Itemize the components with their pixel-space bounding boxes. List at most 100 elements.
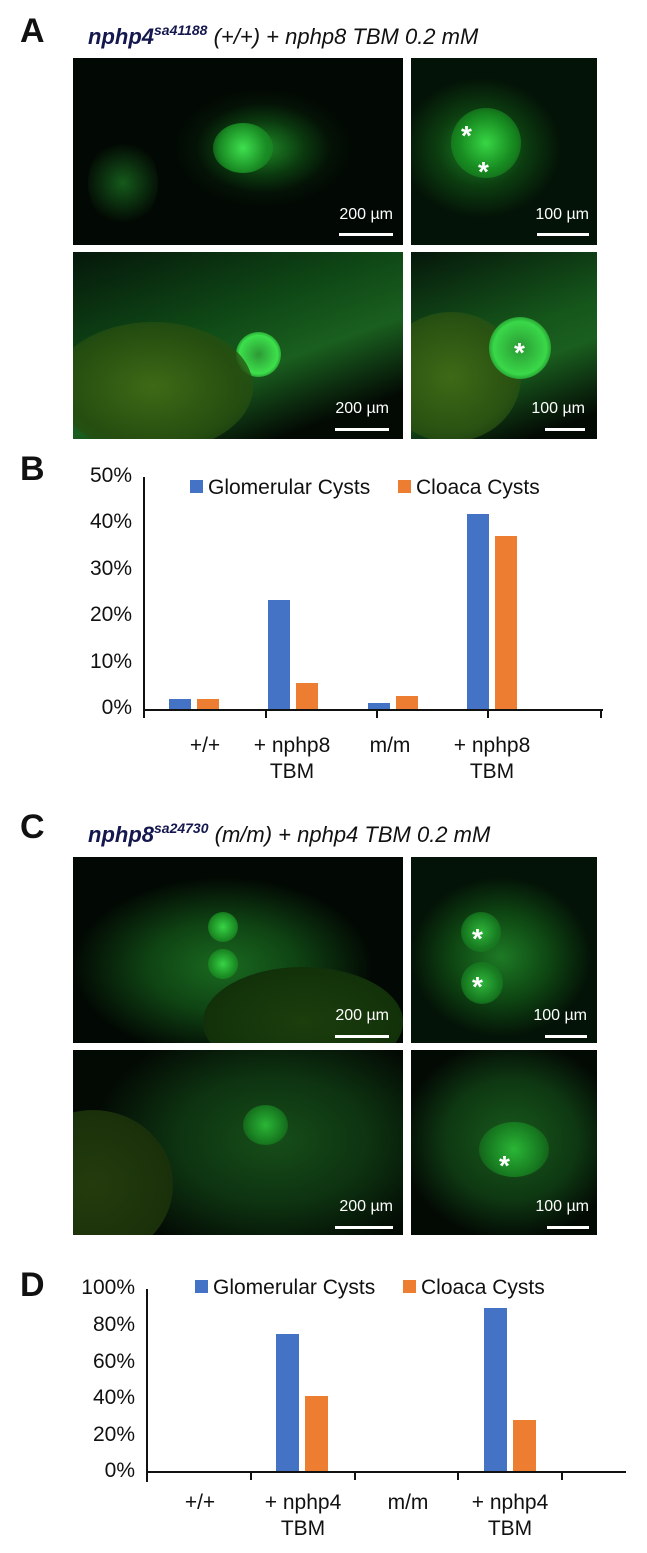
scale-label: 200 µm bbox=[339, 206, 393, 223]
bar-cloaca-mut-tbm bbox=[495, 536, 517, 709]
x-tick bbox=[561, 1471, 563, 1480]
bar-glomerular-mut-tbm bbox=[484, 1308, 507, 1471]
bar-cloaca-mut bbox=[396, 696, 418, 709]
bar-glomerular-wt-tbm bbox=[276, 1334, 299, 1471]
legend-label: Glomerular Cysts bbox=[213, 1276, 376, 1299]
bar-cloaca-wt bbox=[197, 699, 219, 709]
yolk bbox=[203, 967, 403, 1043]
x-tick bbox=[265, 709, 267, 718]
x-label: m/m bbox=[369, 734, 411, 757]
scale-label: 100 µm bbox=[535, 206, 589, 223]
scale-bar bbox=[537, 233, 589, 236]
scale-label: 200 µm bbox=[335, 400, 389, 417]
legend-swatch-blue bbox=[195, 1280, 208, 1293]
panel-a-title: nphp4sa41188 (+/+) + nphp8 TBM 0.2 mM bbox=[88, 22, 478, 50]
bar-cloaca-mut-tbm bbox=[513, 1420, 536, 1471]
fluorescent-glomerulus bbox=[208, 912, 238, 942]
y-tick-label: 40% bbox=[92, 1386, 135, 1409]
legend-cloaca: Cloaca Cysts bbox=[403, 1276, 545, 1300]
scale-bar bbox=[545, 1035, 587, 1038]
micrograph-c-3: 200 µm bbox=[73, 1050, 403, 1235]
x-tick bbox=[250, 1471, 252, 1480]
micrograph-c-4: * 100 µm bbox=[411, 1050, 597, 1235]
allele: sa41188 bbox=[154, 22, 208, 38]
scale-label: 100 µm bbox=[531, 400, 585, 417]
x-label: m/m bbox=[387, 1491, 429, 1514]
x-axis bbox=[146, 1471, 626, 1473]
legend-swatch-orange bbox=[403, 1280, 416, 1293]
scale-label: 200 µm bbox=[339, 1198, 393, 1215]
scale-bar bbox=[545, 428, 585, 431]
fluorescent-glomerulus bbox=[451, 108, 521, 178]
bar-glomerular-mut bbox=[368, 703, 390, 709]
y-tick-label: 50% bbox=[89, 464, 132, 487]
scale-bar bbox=[335, 1226, 393, 1229]
yolk bbox=[73, 1110, 173, 1235]
micrograph-c-2: * * 100 µm bbox=[411, 857, 597, 1043]
scale-bar bbox=[335, 1035, 389, 1038]
micrograph-a-4: * 100 µm bbox=[411, 252, 597, 439]
micrograph-c-1: 200 µm bbox=[73, 857, 403, 1043]
bar-cloaca-wt-tbm bbox=[296, 683, 318, 709]
cyst-asterisk: * bbox=[461, 120, 472, 151]
legend-glomerular: Glomerular Cysts bbox=[190, 476, 370, 500]
fluorescent-glomerulus bbox=[461, 912, 501, 952]
fluorescent-cloaca bbox=[479, 1122, 549, 1177]
legend-cloaca: Cloaca Cysts bbox=[398, 476, 540, 500]
x-tick bbox=[457, 1471, 459, 1480]
cyst-asterisk: * bbox=[472, 923, 483, 954]
bar-glomerular-wt-tbm bbox=[268, 600, 290, 709]
y-tick-label: 40% bbox=[89, 510, 132, 533]
gene-name: nphp4 bbox=[88, 24, 154, 49]
y-tick-label: 0% bbox=[101, 696, 132, 719]
y-tick-label: 0% bbox=[104, 1459, 135, 1482]
condition: (m/m) + nphp4 TBM 0.2 mM bbox=[208, 822, 491, 847]
x-label: +/+ bbox=[184, 1491, 216, 1514]
x-tick bbox=[487, 709, 489, 718]
x-label: +/+ bbox=[189, 734, 221, 757]
fluorescent-head bbox=[88, 138, 158, 228]
fluorescent-cloaca bbox=[243, 1105, 288, 1145]
fluorescent-cloaca bbox=[489, 317, 551, 379]
y-tick-label: 60% bbox=[92, 1350, 135, 1373]
y-axis bbox=[146, 1289, 148, 1482]
legend-swatch-orange bbox=[398, 480, 411, 493]
micrograph-a-3: 200 µm bbox=[73, 252, 403, 439]
legend-label: Glomerular Cysts bbox=[208, 476, 371, 499]
legend-swatch-blue bbox=[190, 480, 203, 493]
panel-letter-c: C bbox=[20, 808, 45, 846]
cyst-asterisk: * bbox=[514, 337, 525, 368]
y-tick-label: 10% bbox=[89, 650, 132, 673]
legend-label: Cloaca Cysts bbox=[421, 1276, 545, 1299]
y-axis bbox=[143, 477, 145, 718]
cyst-asterisk: * bbox=[499, 1150, 510, 1181]
cyst-asterisk: * bbox=[472, 971, 483, 1002]
condition: (+/+) + nphp8 TBM 0.2 mM bbox=[207, 24, 479, 49]
fluorescent-glomerulus bbox=[208, 949, 238, 979]
cyst-asterisk: * bbox=[478, 156, 489, 187]
x-tick bbox=[146, 1471, 148, 1480]
scale-label: 200 µm bbox=[335, 1007, 389, 1024]
scale-label: 100 µm bbox=[533, 1007, 587, 1024]
panel-letter-a: A bbox=[20, 12, 45, 50]
fluorescent-glomerulus bbox=[213, 123, 273, 173]
allele: sa24730 bbox=[154, 820, 209, 836]
x-tick bbox=[354, 1471, 356, 1480]
scale-bar bbox=[547, 1226, 589, 1229]
y-tick-label: 80% bbox=[92, 1313, 135, 1336]
panel-letter-b: B bbox=[20, 450, 45, 488]
bar-cloaca-wt-tbm bbox=[305, 1396, 328, 1471]
panel-c-title: nphp8sa24730 (m/m) + nphp4 TBM 0.2 mM bbox=[88, 820, 490, 848]
y-tick-label: 100% bbox=[81, 1276, 135, 1299]
panel-letter-d: D bbox=[20, 1266, 45, 1304]
y-tick-label: 20% bbox=[89, 603, 132, 626]
yolk bbox=[73, 322, 253, 439]
scale-bar bbox=[339, 233, 393, 236]
micrograph-a-2: * * 100 µm bbox=[411, 58, 597, 245]
y-tick-label: 30% bbox=[89, 557, 132, 580]
gene-name: nphp8 bbox=[88, 822, 154, 847]
